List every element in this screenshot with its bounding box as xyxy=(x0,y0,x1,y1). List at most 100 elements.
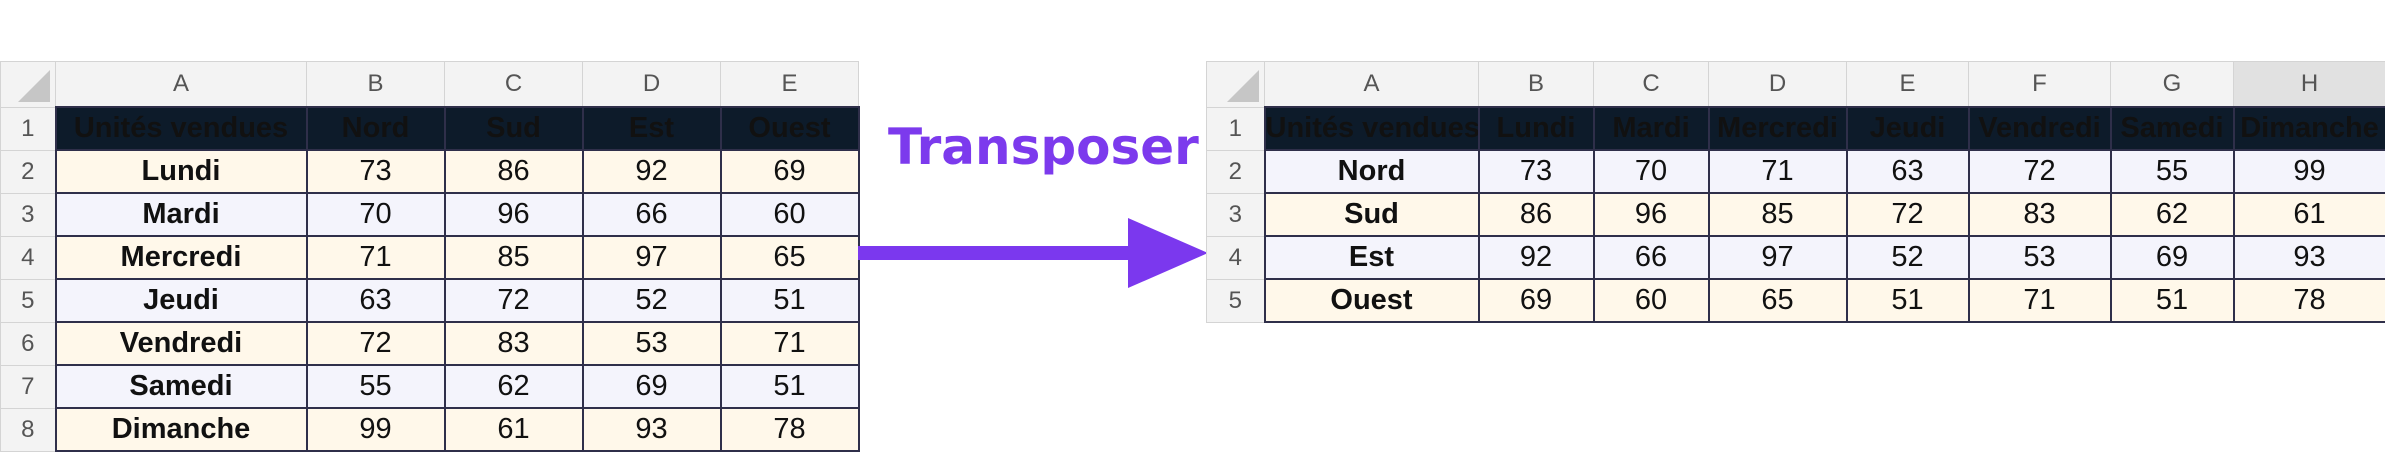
column-header-e[interactable]: E xyxy=(1847,62,1969,108)
value-cell[interactable]: 51 xyxy=(721,279,859,322)
value-cell[interactable]: 73 xyxy=(307,150,445,193)
value-cell[interactable]: 69 xyxy=(583,365,721,408)
column-header-g[interactable]: G xyxy=(2111,62,2234,108)
value-cell[interactable]: 71 xyxy=(721,322,859,365)
row-label-cell[interactable]: Dimanche xyxy=(56,408,307,451)
header-cell[interactable]: Samedi xyxy=(2111,107,2234,150)
row-number[interactable]: 1 xyxy=(1,107,56,150)
header-cell[interactable]: Lundi xyxy=(1479,107,1594,150)
row-label-cell[interactable]: Mardi xyxy=(56,193,307,236)
value-cell[interactable]: 66 xyxy=(1594,236,1709,279)
value-cell[interactable]: 86 xyxy=(445,150,583,193)
row-label-cell[interactable]: Mercredi xyxy=(56,236,307,279)
row-number[interactable]: 4 xyxy=(1207,236,1265,279)
value-cell[interactable]: 62 xyxy=(2111,193,2234,236)
select-all-corner[interactable] xyxy=(1,62,56,108)
select-all-corner[interactable] xyxy=(1207,62,1265,108)
value-cell[interactable]: 71 xyxy=(1969,279,2111,322)
value-cell[interactable]: 72 xyxy=(1847,193,1969,236)
row-number[interactable]: 5 xyxy=(1207,279,1265,322)
value-cell[interactable]: 55 xyxy=(2111,150,2234,193)
value-cell[interactable]: 52 xyxy=(1847,236,1969,279)
value-cell[interactable]: 69 xyxy=(721,150,859,193)
value-cell[interactable]: 60 xyxy=(721,193,859,236)
value-cell[interactable]: 55 xyxy=(307,365,445,408)
row-label-cell[interactable]: Nord xyxy=(1265,150,1479,193)
value-cell[interactable]: 53 xyxy=(1969,236,2111,279)
value-cell[interactable]: 99 xyxy=(307,408,445,451)
value-cell[interactable]: 97 xyxy=(583,236,721,279)
row-number[interactable]: 3 xyxy=(1207,193,1265,236)
value-cell[interactable]: 93 xyxy=(2234,236,2385,279)
column-header-d[interactable]: D xyxy=(583,62,721,108)
row-number[interactable]: 1 xyxy=(1207,107,1265,150)
header-cell[interactable]: Nord xyxy=(307,107,445,150)
value-cell[interactable]: 97 xyxy=(1709,236,1847,279)
value-cell[interactable]: 60 xyxy=(1594,279,1709,322)
header-cell[interactable]: Mardi xyxy=(1594,107,1709,150)
value-cell[interactable]: 71 xyxy=(307,236,445,279)
row-label-cell[interactable]: Lundi xyxy=(56,150,307,193)
value-cell[interactable]: 52 xyxy=(583,279,721,322)
row-label-cell[interactable]: Ouest xyxy=(1265,279,1479,322)
value-cell[interactable]: 70 xyxy=(307,193,445,236)
header-cell[interactable]: Vendredi xyxy=(1969,107,2111,150)
header-cell[interactable]: Dimanche xyxy=(2234,107,2385,150)
column-header-a[interactable]: A xyxy=(56,62,307,108)
column-header-b[interactable]: B xyxy=(1479,62,1594,108)
value-cell[interactable]: 85 xyxy=(445,236,583,279)
row-label-cell[interactable]: Jeudi xyxy=(56,279,307,322)
row-number[interactable]: 3 xyxy=(1,193,56,236)
value-cell[interactable]: 85 xyxy=(1709,193,1847,236)
value-cell[interactable]: 66 xyxy=(583,193,721,236)
value-cell[interactable]: 53 xyxy=(583,322,721,365)
column-header-a[interactable]: A xyxy=(1265,62,1479,108)
value-cell[interactable]: 78 xyxy=(721,408,859,451)
value-cell[interactable]: 92 xyxy=(1479,236,1594,279)
row-number[interactable]: 4 xyxy=(1,236,56,279)
value-cell[interactable]: 51 xyxy=(2111,279,2234,322)
row-number[interactable]: 7 xyxy=(1,365,56,408)
value-cell[interactable]: 61 xyxy=(2234,193,2385,236)
value-cell[interactable]: 65 xyxy=(721,236,859,279)
value-cell[interactable]: 69 xyxy=(2111,236,2234,279)
value-cell[interactable]: 65 xyxy=(1709,279,1847,322)
column-header-c[interactable]: C xyxy=(445,62,583,108)
value-cell[interactable]: 73 xyxy=(1479,150,1594,193)
row-label-cell[interactable]: Est xyxy=(1265,236,1479,279)
value-cell[interactable]: 71 xyxy=(1709,150,1847,193)
header-cell[interactable]: Ouest xyxy=(721,107,859,150)
column-header-h[interactable]: H xyxy=(2234,62,2385,108)
row-label-cell[interactable]: Samedi xyxy=(56,365,307,408)
header-cell[interactable]: Sud xyxy=(445,107,583,150)
header-cell[interactable]: Est xyxy=(583,107,721,150)
value-cell[interactable]: 63 xyxy=(307,279,445,322)
row-number[interactable]: 2 xyxy=(1,150,56,193)
value-cell[interactable]: 83 xyxy=(1969,193,2111,236)
row-number[interactable]: 5 xyxy=(1,279,56,322)
value-cell[interactable]: 72 xyxy=(1969,150,2111,193)
value-cell[interactable]: 99 xyxy=(2234,150,2385,193)
header-cell[interactable]: Jeudi xyxy=(1847,107,1969,150)
value-cell[interactable]: 69 xyxy=(1479,279,1594,322)
row-number[interactable]: 8 xyxy=(1,408,56,451)
column-header-c[interactable]: C xyxy=(1594,62,1709,108)
value-cell[interactable]: 92 xyxy=(583,150,721,193)
value-cell[interactable]: 96 xyxy=(1594,193,1709,236)
value-cell[interactable]: 62 xyxy=(445,365,583,408)
column-header-f[interactable]: F xyxy=(1969,62,2111,108)
row-number[interactable]: 2 xyxy=(1207,150,1265,193)
value-cell[interactable]: 96 xyxy=(445,193,583,236)
value-cell[interactable]: 72 xyxy=(445,279,583,322)
row-number[interactable]: 6 xyxy=(1,322,56,365)
value-cell[interactable]: 78 xyxy=(2234,279,2385,322)
value-cell[interactable]: 63 xyxy=(1847,150,1969,193)
column-header-d[interactable]: D xyxy=(1709,62,1847,108)
value-cell[interactable]: 51 xyxy=(1847,279,1969,322)
row-label-cell[interactable]: Vendredi xyxy=(56,322,307,365)
value-cell[interactable]: 70 xyxy=(1594,150,1709,193)
header-cell[interactable]: Unités vendues xyxy=(56,107,307,150)
value-cell[interactable]: 86 xyxy=(1479,193,1594,236)
row-label-cell[interactable]: Sud xyxy=(1265,193,1479,236)
value-cell[interactable]: 72 xyxy=(307,322,445,365)
